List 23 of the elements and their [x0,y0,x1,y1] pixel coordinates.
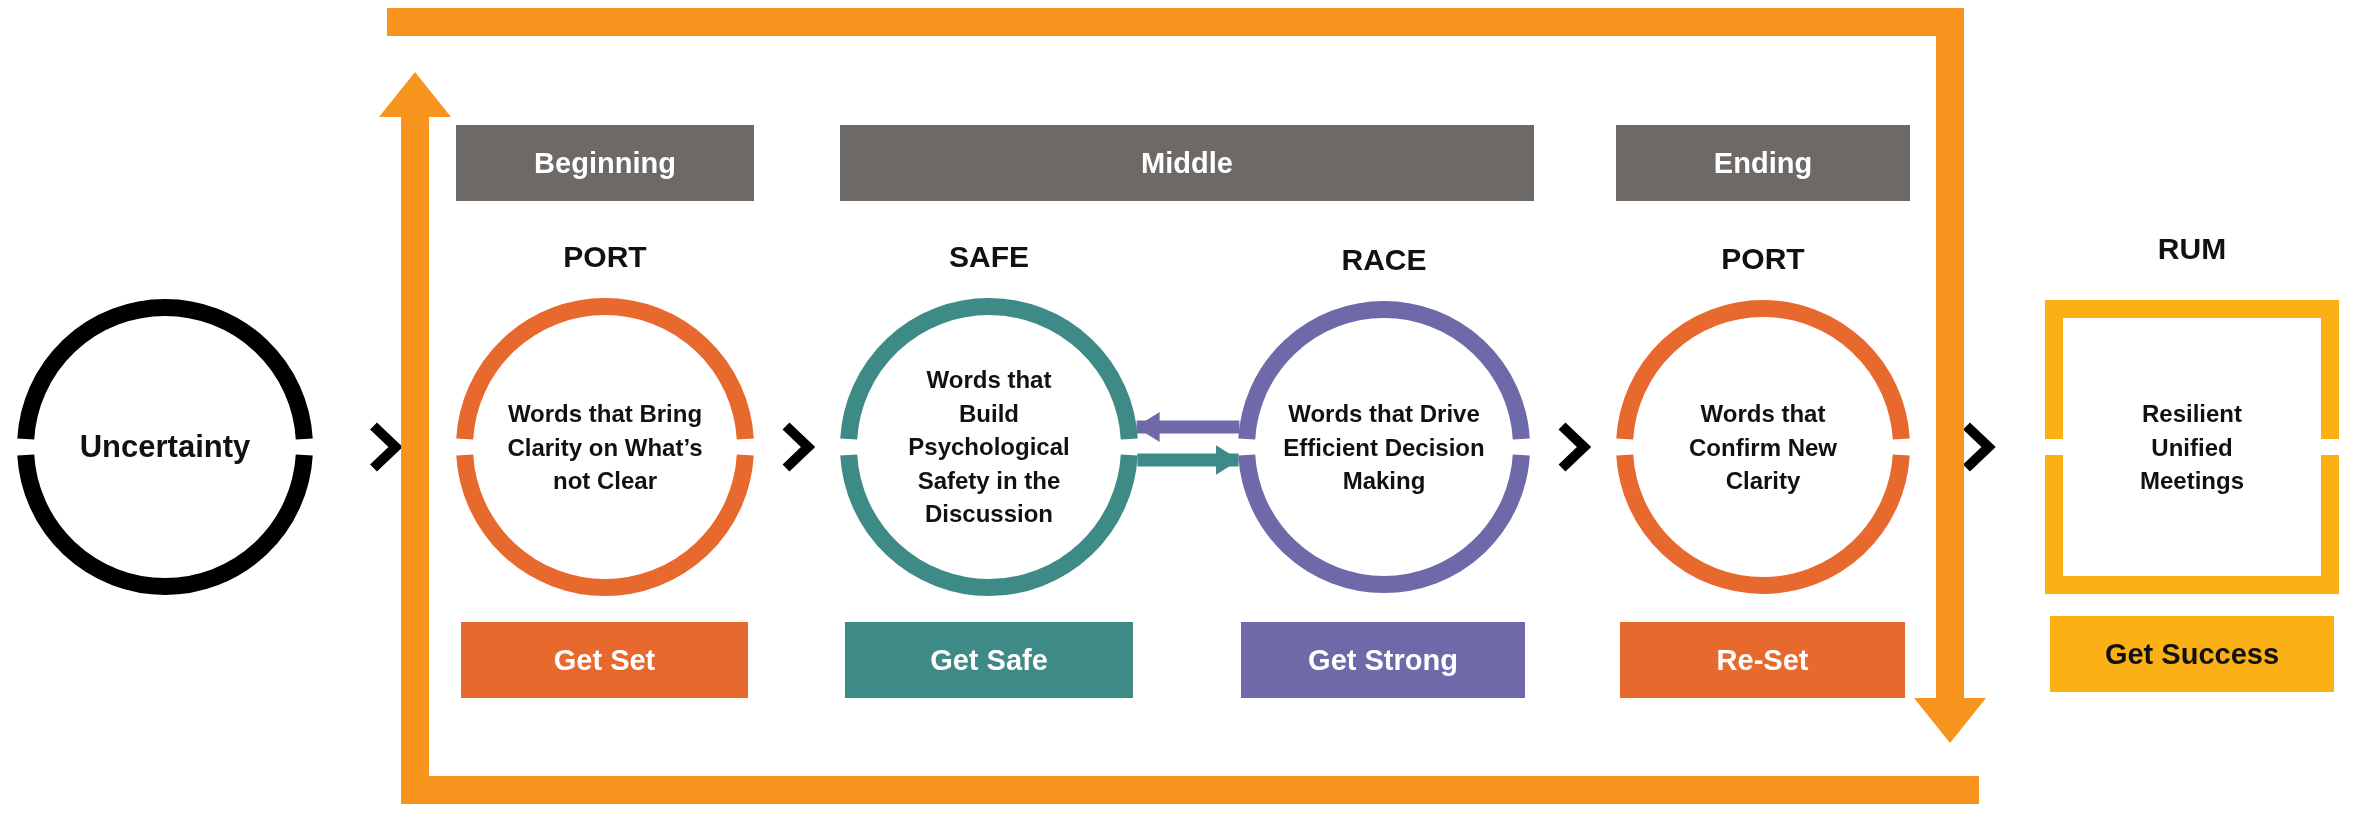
stage-description: Words that Build Psychological Safety in the Discussion [907,365,1071,530]
stage-title: PORT [1721,242,1805,276]
stage-description: Uncertainty [78,428,252,467]
arrow [1135,412,1240,442]
loop-arrow [387,8,1986,743]
stage-label: Get Set [461,622,748,698]
stage-label: Get Safe [845,622,1133,698]
phase-header: Ending [1616,125,1910,201]
stage-label: Re-Set [1620,622,1905,698]
loop-arrow [379,72,1979,804]
stage-title: SAFE [949,240,1029,274]
stage-label: Get Strong [1241,622,1525,698]
stage-title: PORT [563,240,647,274]
stage-description: Words that Drive Efficient Decision Making [1282,398,1486,496]
stage-description: Words that Confirm New Clarity [1688,398,1838,496]
stage-title: RUM [2157,232,2227,266]
phase-header: Middle [840,125,1534,201]
stage-title: RACE [1341,243,1427,277]
arrow [1137,445,1240,475]
stage-label: Get Success [2050,616,2334,692]
phase-header: Beginning [456,125,754,201]
stage-description: Resilient Unified Meetings [2139,398,2245,496]
stage-description: Words that Bring Clarity on What’s not Clear [506,398,704,496]
